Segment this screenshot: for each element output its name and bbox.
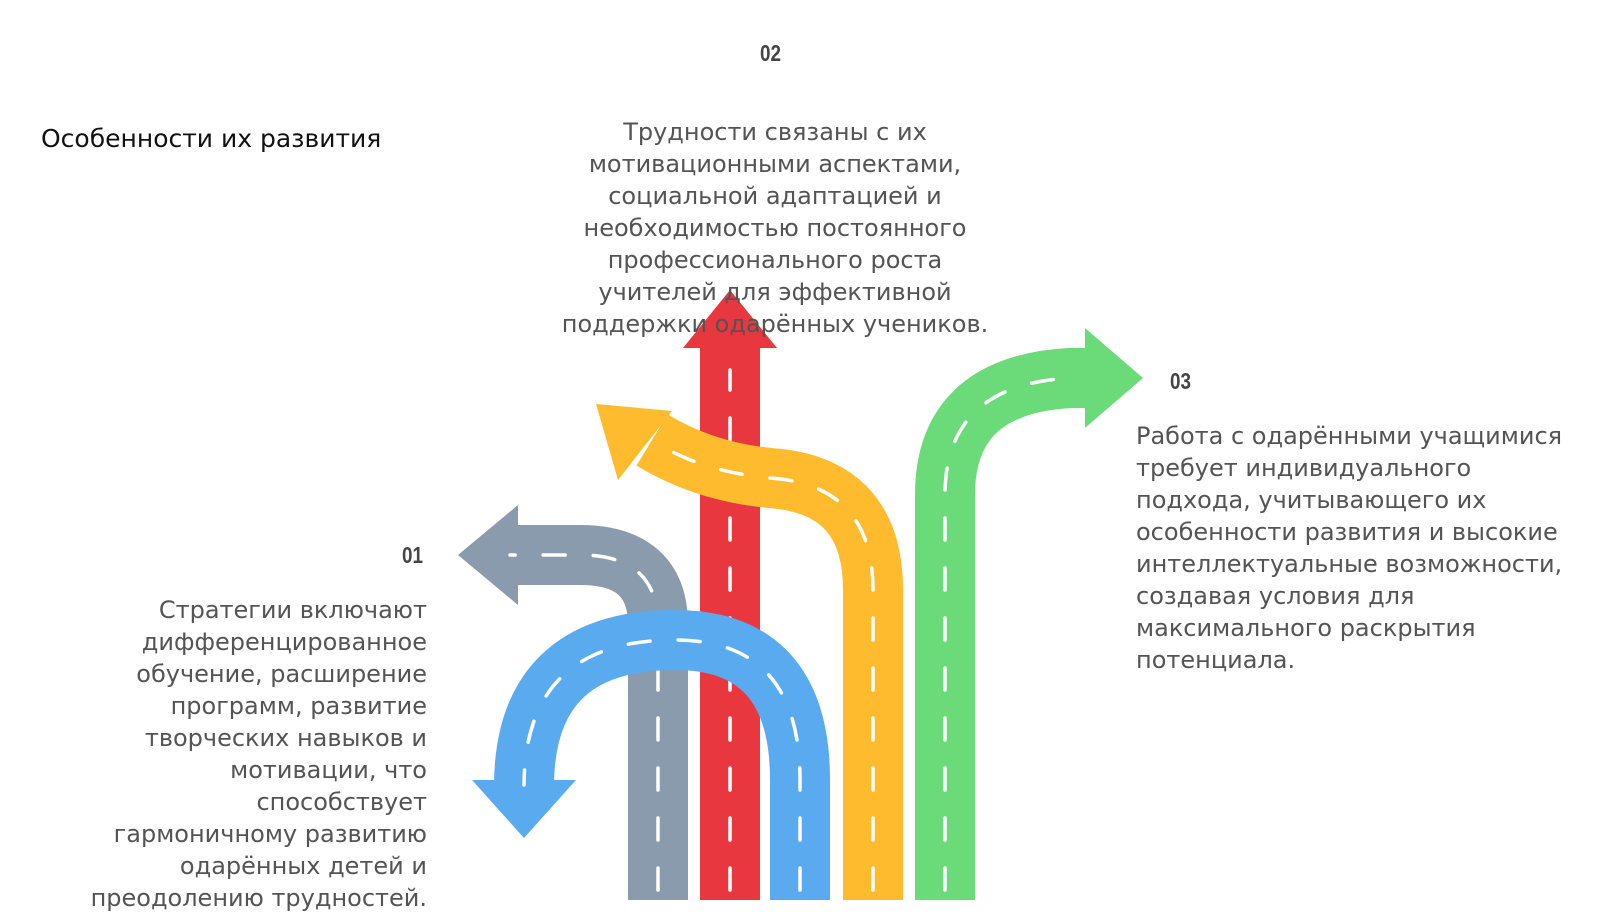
road-arrow-blue-u-turn-icon	[472, 610, 830, 900]
road-arrow-red-up-icon	[683, 290, 777, 900]
slide-title: Особенности их развития	[41, 124, 382, 153]
step-number-02: 02	[760, 40, 781, 66]
road-arrow-yellow-left-up-icon	[596, 404, 903, 900]
step-number-01: 01	[402, 542, 423, 568]
step-text-02: Трудности связаны с их мотивационными ас…	[561, 118, 989, 338]
step-text-01: Стратегии включают дифференцированное об…	[90, 596, 427, 912]
road-arrow-green-right-icon	[915, 328, 1143, 900]
step-number-03: 03	[1170, 368, 1191, 394]
step-text-03: Работа с одарёнными учащимися требует ин…	[1136, 422, 1563, 674]
